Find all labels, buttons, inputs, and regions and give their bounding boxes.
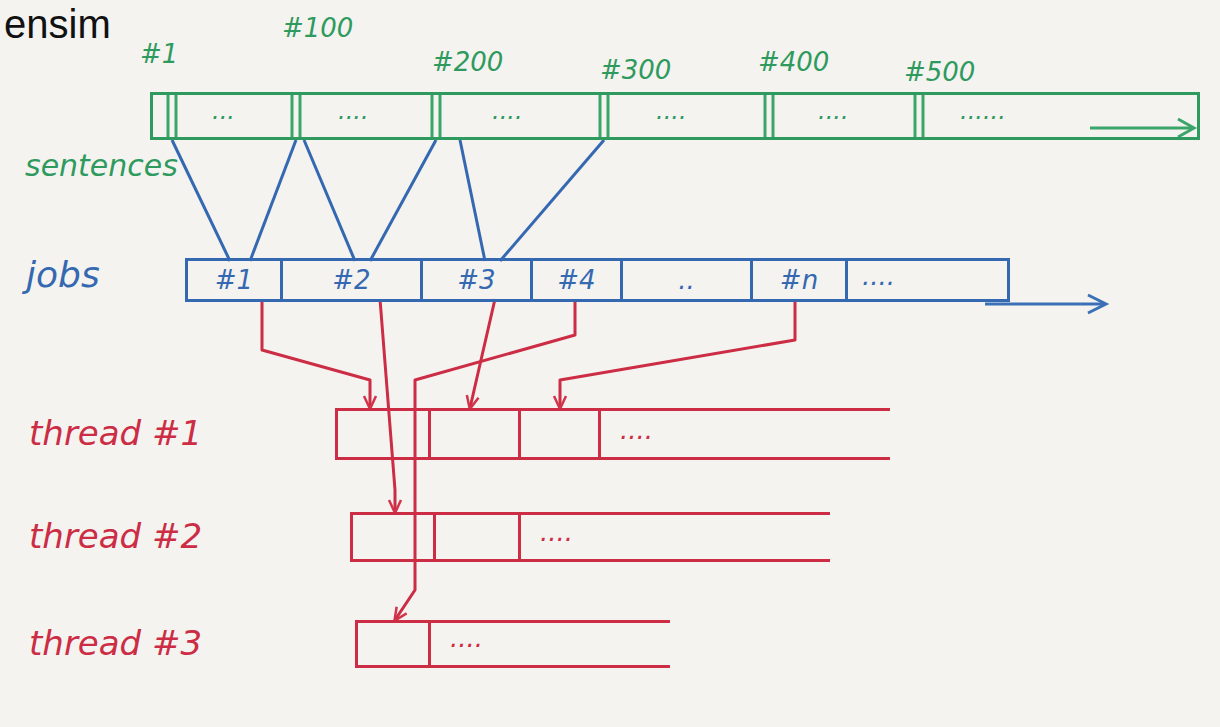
slot-divider — [428, 623, 431, 665]
assignment-arrow — [560, 299, 795, 408]
job-cell: .. — [623, 261, 753, 299]
continuation-dots: .... — [338, 98, 369, 124]
slot-divider — [518, 515, 521, 559]
split-line — [460, 140, 485, 261]
sentence-index: #100 — [282, 14, 353, 43]
sentence-index: #1 — [140, 40, 178, 69]
continuation-dots: .... — [450, 624, 483, 653]
cell-number: #1 — [215, 266, 253, 295]
slot-divider — [598, 411, 601, 457]
thread-row: thread #1 — [25, 408, 890, 460]
sentence-index: #300 — [600, 56, 671, 85]
row-label: thread #3 — [29, 625, 202, 662]
job-cell: #2 — [283, 261, 423, 299]
assignment-arrow — [470, 299, 495, 408]
cell-number: .. — [678, 266, 695, 295]
slot-divider — [518, 411, 521, 457]
thread-row: thread #2 — [25, 512, 830, 562]
cell-number: #2 — [332, 266, 370, 295]
continuation-dots: .... — [540, 518, 573, 547]
split-line — [370, 140, 436, 261]
job-cell: #4 — [533, 261, 623, 299]
continuation-dots: .... — [620, 416, 653, 445]
cell-number: #3 — [457, 266, 495, 295]
slide-title: ensim — [4, 2, 111, 46]
job-cell: #1 — [188, 261, 283, 299]
slot-divider — [433, 515, 436, 559]
assignment-arrow — [380, 299, 395, 512]
row-label: sentences — [25, 149, 178, 182]
continuation-dots: .... — [492, 98, 523, 124]
cell-number: #4 — [557, 266, 595, 295]
job-cell: #n — [753, 261, 848, 299]
sentence-index: #400 — [758, 48, 829, 77]
jobs-continuation-arrow — [985, 295, 1106, 313]
continuation-dots: .... — [818, 98, 849, 124]
split-line — [500, 140, 604, 261]
split-line — [304, 140, 355, 261]
slot-divider — [428, 411, 431, 457]
assignment-arrow — [262, 299, 370, 408]
continuation-dots: ...... — [960, 98, 1006, 124]
row-label: thread #1 — [29, 415, 202, 452]
continuation-dots: ... — [212, 98, 235, 124]
split-line — [250, 140, 296, 261]
sentence-index: #500 — [904, 58, 975, 87]
split-line — [172, 140, 230, 261]
thread-slots — [355, 620, 670, 668]
row-label: thread #2 — [29, 518, 202, 555]
continuation-dots: .... — [656, 98, 687, 124]
thread-slots — [350, 512, 830, 562]
row-label: jobs — [26, 255, 100, 295]
thread-slots — [335, 408, 890, 460]
sentence-boundaries — [168, 94, 1194, 138]
cell-number: #n — [780, 266, 818, 295]
thread-row: thread #3 — [25, 620, 670, 668]
sentence-index: #200 — [432, 48, 503, 77]
continuation-dots: .... — [862, 262, 895, 291]
job-cell: #3 — [423, 261, 533, 299]
